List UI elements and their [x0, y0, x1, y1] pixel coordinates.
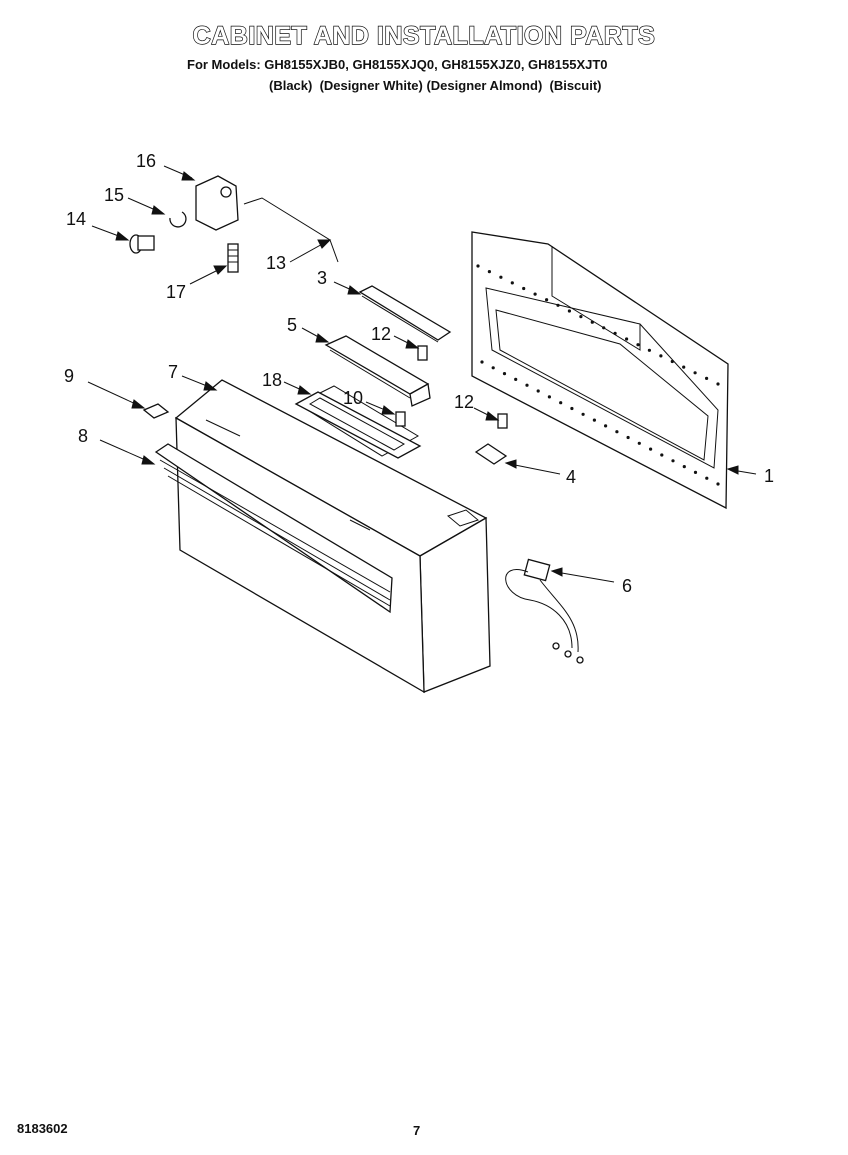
mounting-hole: [480, 360, 484, 364]
channel-bracket-part: [324, 335, 431, 407]
callout-7: 7: [168, 362, 178, 382]
callout-16: 16: [136, 151, 156, 171]
mounting-hole: [602, 326, 606, 330]
callout-14: 14: [66, 209, 86, 229]
mounting-hole: [625, 337, 629, 341]
mounting-hole: [604, 424, 608, 428]
mounting-hole: [502, 372, 507, 376]
callout-9: 9: [64, 366, 74, 386]
mounting-hole: [510, 281, 514, 285]
mounting-hole: [536, 389, 540, 393]
callout-labels: 16 15 14 13 17 3 5 12 9 7 18 10 12 8 4 1…: [64, 151, 774, 596]
callout-5: 5: [287, 315, 297, 335]
mounting-hole: [671, 459, 675, 463]
mounting-hole: [660, 453, 664, 457]
mounting-hole: [556, 303, 560, 307]
latch-rod-part: [243, 197, 339, 263]
page-number: 7: [413, 1123, 421, 1138]
mounting-hole: [682, 365, 686, 369]
mounting-hole: [637, 441, 641, 445]
knob-part: [129, 234, 155, 254]
mounting-hole: [590, 320, 594, 324]
mounting-hole: [659, 354, 663, 358]
mounting-hole: [705, 376, 709, 380]
page-title: CABINET AND INSTALLATION PARTS: [192, 21, 656, 50]
callout-1: 1: [764, 466, 774, 486]
rail-part: [358, 285, 452, 343]
mounting-hole: [499, 275, 503, 279]
leader-arrows: [87, 165, 757, 583]
mounting-hole: [559, 401, 563, 405]
callout-8: 8: [78, 426, 88, 446]
callout-10: 10: [343, 388, 363, 408]
callout-18: 18: [262, 370, 282, 390]
callout-17: 17: [166, 282, 186, 302]
mounting-hole: [716, 382, 720, 386]
mounting-hole: [522, 286, 526, 291]
mounting-hole: [613, 331, 617, 335]
mounting-hole: [487, 270, 491, 274]
callout-6: 6: [622, 576, 632, 596]
mounting-hole: [649, 447, 653, 451]
mounting-hole: [491, 366, 495, 370]
model-colors: (Black) (Designer White) (Designer Almon…: [269, 78, 602, 93]
screw-part: [395, 345, 508, 429]
mounting-hole: [476, 264, 480, 268]
model-list: For Models: GH8155XJB0, GH8155XJQ0, GH81…: [187, 57, 608, 72]
mounting-hole: [581, 412, 585, 416]
mounting-hole: [615, 430, 619, 434]
callout-15: 15: [104, 185, 124, 205]
mounting-hole: [545, 298, 549, 302]
mounting-hole: [579, 315, 583, 319]
mounting-plate-part: [471, 231, 729, 510]
mounting-hole: [592, 418, 597, 422]
mounting-hole: [647, 348, 652, 352]
mounting-hole: [567, 309, 572, 313]
mounting-hole: [547, 395, 552, 399]
thermal-switch-part: [505, 558, 584, 664]
callout-12-lower: 12: [454, 392, 474, 412]
mounting-hole: [693, 470, 698, 474]
cabinet-part: [174, 379, 491, 694]
mounting-hole: [705, 476, 709, 480]
mounting-hole: [636, 343, 640, 347]
grille-part: [154, 443, 393, 614]
callout-4: 4: [566, 467, 576, 487]
clip-ring-part: [169, 211, 187, 228]
mounting-hole: [533, 292, 537, 296]
mounting-hole: [514, 377, 518, 381]
mounting-hole: [670, 359, 674, 364]
spring-part: [227, 243, 239, 273]
mounting-hole: [626, 435, 630, 440]
hinge-bracket-part: [195, 175, 239, 231]
mounting-hole: [525, 383, 529, 387]
mounting-hole: [716, 482, 720, 486]
clip-part: [142, 403, 170, 419]
mounting-hole: [693, 371, 697, 375]
callout-12-upper: 12: [371, 324, 391, 344]
document-number: 8183602: [17, 1121, 68, 1136]
mounting-hole: [570, 406, 574, 411]
callout-13: 13: [266, 253, 286, 273]
bracket-part: [474, 443, 508, 465]
mounting-hole: [682, 465, 686, 469]
gasket-part: [294, 391, 422, 459]
callout-3: 3: [317, 268, 327, 288]
